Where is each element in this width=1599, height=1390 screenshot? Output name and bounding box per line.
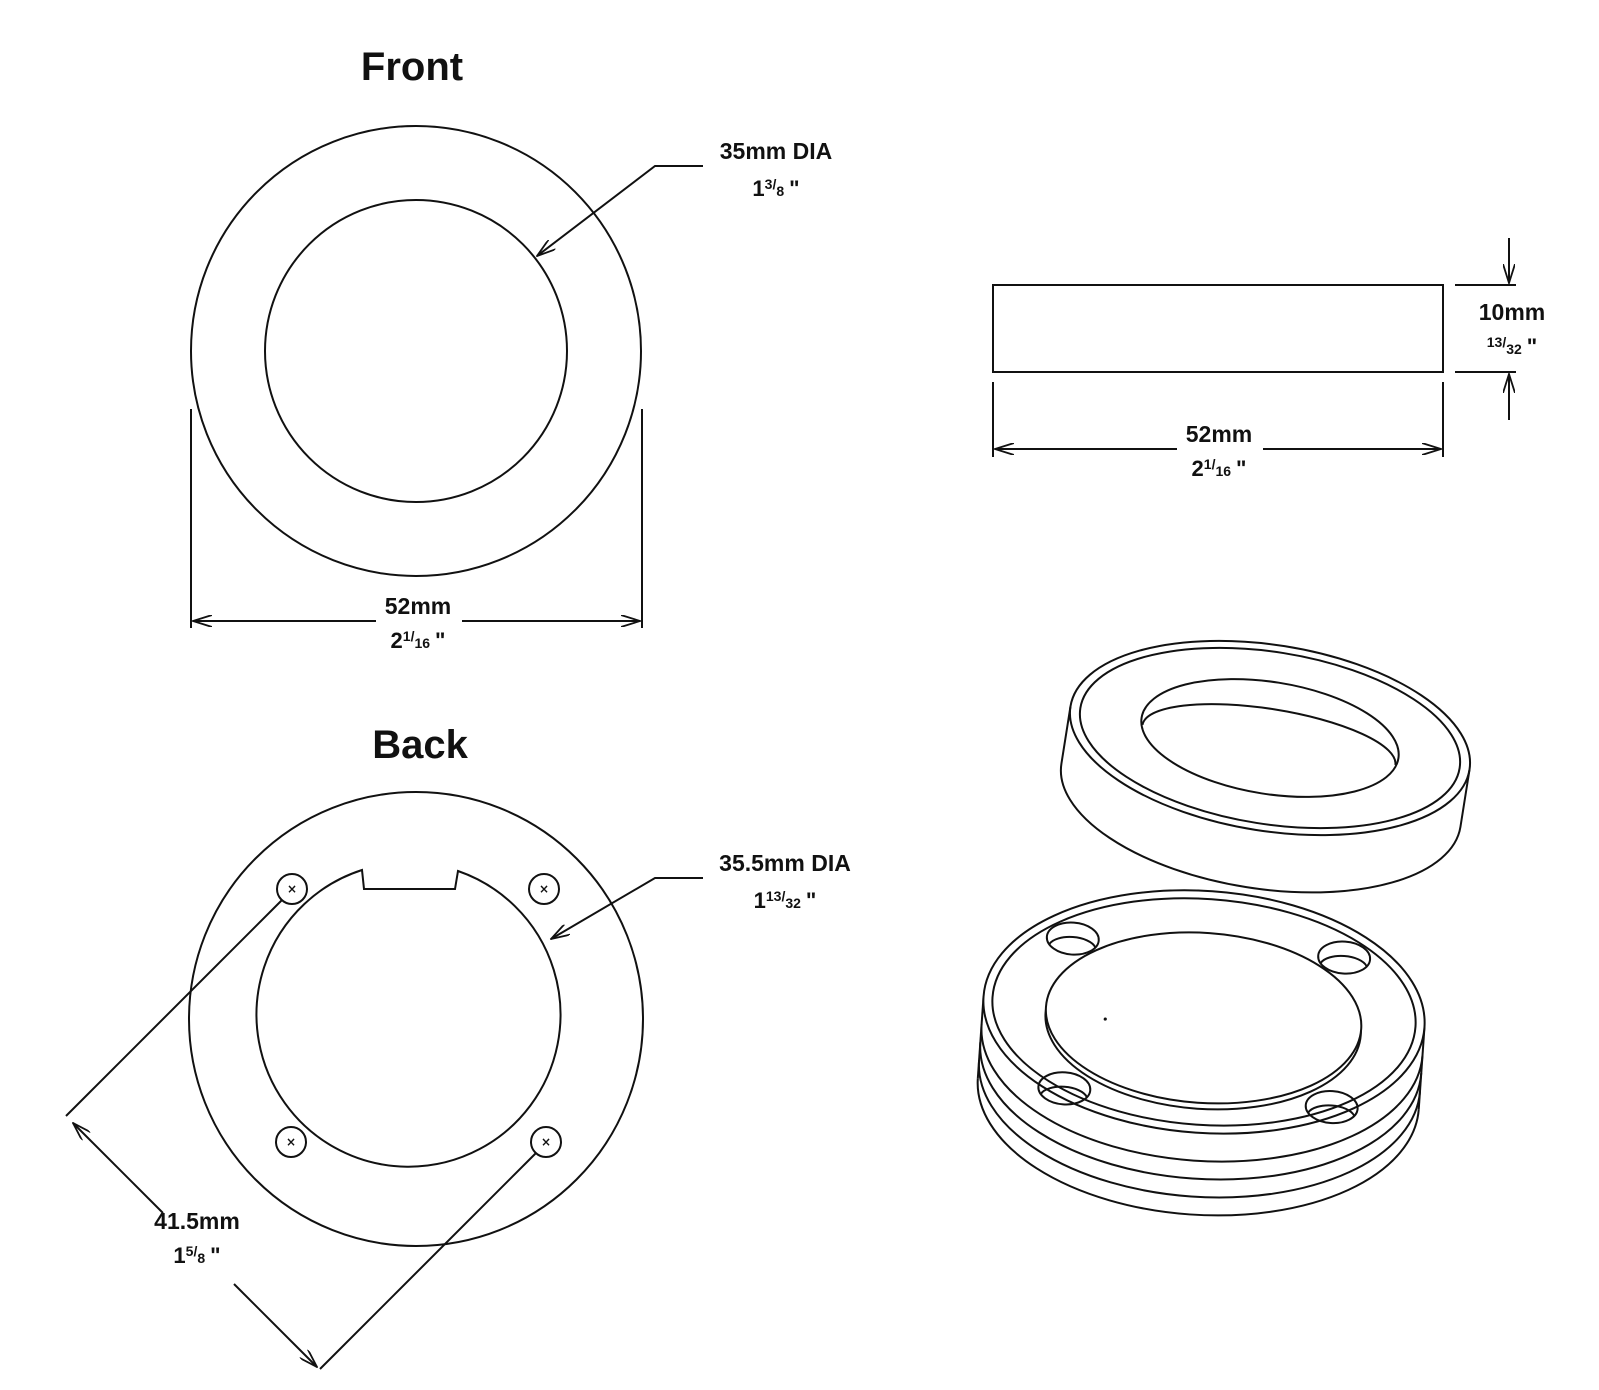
back-diag-ext-upper (65, 899, 283, 1117)
back-title: Back (372, 723, 468, 767)
svg-text:×: × (287, 882, 297, 896)
iso-base (976, 889, 1426, 1217)
iso-ring-top-bevel (1078, 646, 1462, 830)
iso-ring (1059, 639, 1472, 894)
front-dia-leader (537, 165, 703, 256)
iso-base-thread-1 (980, 1024, 1424, 1163)
iso-base-thread-3 (977, 1060, 1421, 1199)
iso-ring-top-outer (1068, 639, 1472, 837)
side-width-imperial: 21/16" (1192, 456, 1247, 481)
front-outer-circle (190, 125, 642, 577)
back-dia-label: 35.5mm DIA (719, 850, 851, 876)
screw-hole-bottom-left: × (275, 1126, 307, 1158)
screw-hole-top-left: × (276, 873, 308, 905)
iso-ring-inner-wall (1141, 703, 1397, 766)
iso-hole-bottom-left (1037, 1071, 1092, 1106)
iso-base-side-left (976, 996, 985, 1079)
iso-base-thread-4 (976, 1078, 1420, 1217)
screw-hole-top-right: × (528, 873, 560, 905)
back-spacing-imperial: 15/8" (173, 1243, 220, 1268)
iso-hole-top-right (1317, 940, 1372, 975)
side-height-label: 10mm (1479, 299, 1545, 325)
iso-ring-side-wall (1059, 706, 1471, 894)
side-height-imperial: 13/32" (1487, 334, 1537, 359)
svg-text:×: × (286, 1135, 296, 1149)
back-spacing-arrow-upper (73, 1123, 164, 1214)
back-outer-circle (188, 791, 644, 1247)
iso-base-side-right (1417, 1027, 1426, 1110)
iso-base-top-edge (991, 897, 1417, 1127)
iso-hole-top-left (1045, 921, 1100, 956)
front-dia-label: 35mm DIA (720, 138, 832, 164)
back-inner-opening-keyed (255, 868, 562, 1168)
back-dia-leader (551, 877, 703, 939)
iso-hole-bottom-right (1304, 1090, 1359, 1125)
front-title: Front (361, 45, 463, 89)
side-width-label: 52mm (1186, 421, 1252, 447)
iso-ring-opening (1140, 678, 1400, 798)
front-view: Front 35mm DIA 13/8" 52mm 21/16" (190, 45, 832, 653)
side-view: 10mm 13/32" 52mm 21/16" (992, 238, 1545, 481)
back-diag-ext-lower (319, 1152, 537, 1370)
iso-base-thread-2 (979, 1042, 1423, 1181)
front-dia-imperial: 13/8" (752, 176, 799, 201)
back-view: Back × × × × 35.5mm DIA 113/32" (65, 723, 851, 1370)
svg-text:×: × (541, 1135, 551, 1149)
front-width-imperial: 21/16" (391, 628, 446, 653)
back-dia-imperial: 113/32" (754, 888, 817, 913)
iso-base-center-dot (1103, 1017, 1107, 1021)
screw-hole-bottom-right: × (530, 1126, 562, 1158)
svg-text:×: × (539, 882, 549, 896)
back-spacing-arrow-lower (233, 1283, 317, 1367)
side-profile-rect (992, 284, 1444, 373)
front-width-label: 52mm (385, 593, 451, 619)
iso-base-boss-top (1044, 931, 1363, 1105)
back-spacing-label: 41.5mm (154, 1208, 240, 1234)
front-inner-circle (264, 199, 568, 503)
